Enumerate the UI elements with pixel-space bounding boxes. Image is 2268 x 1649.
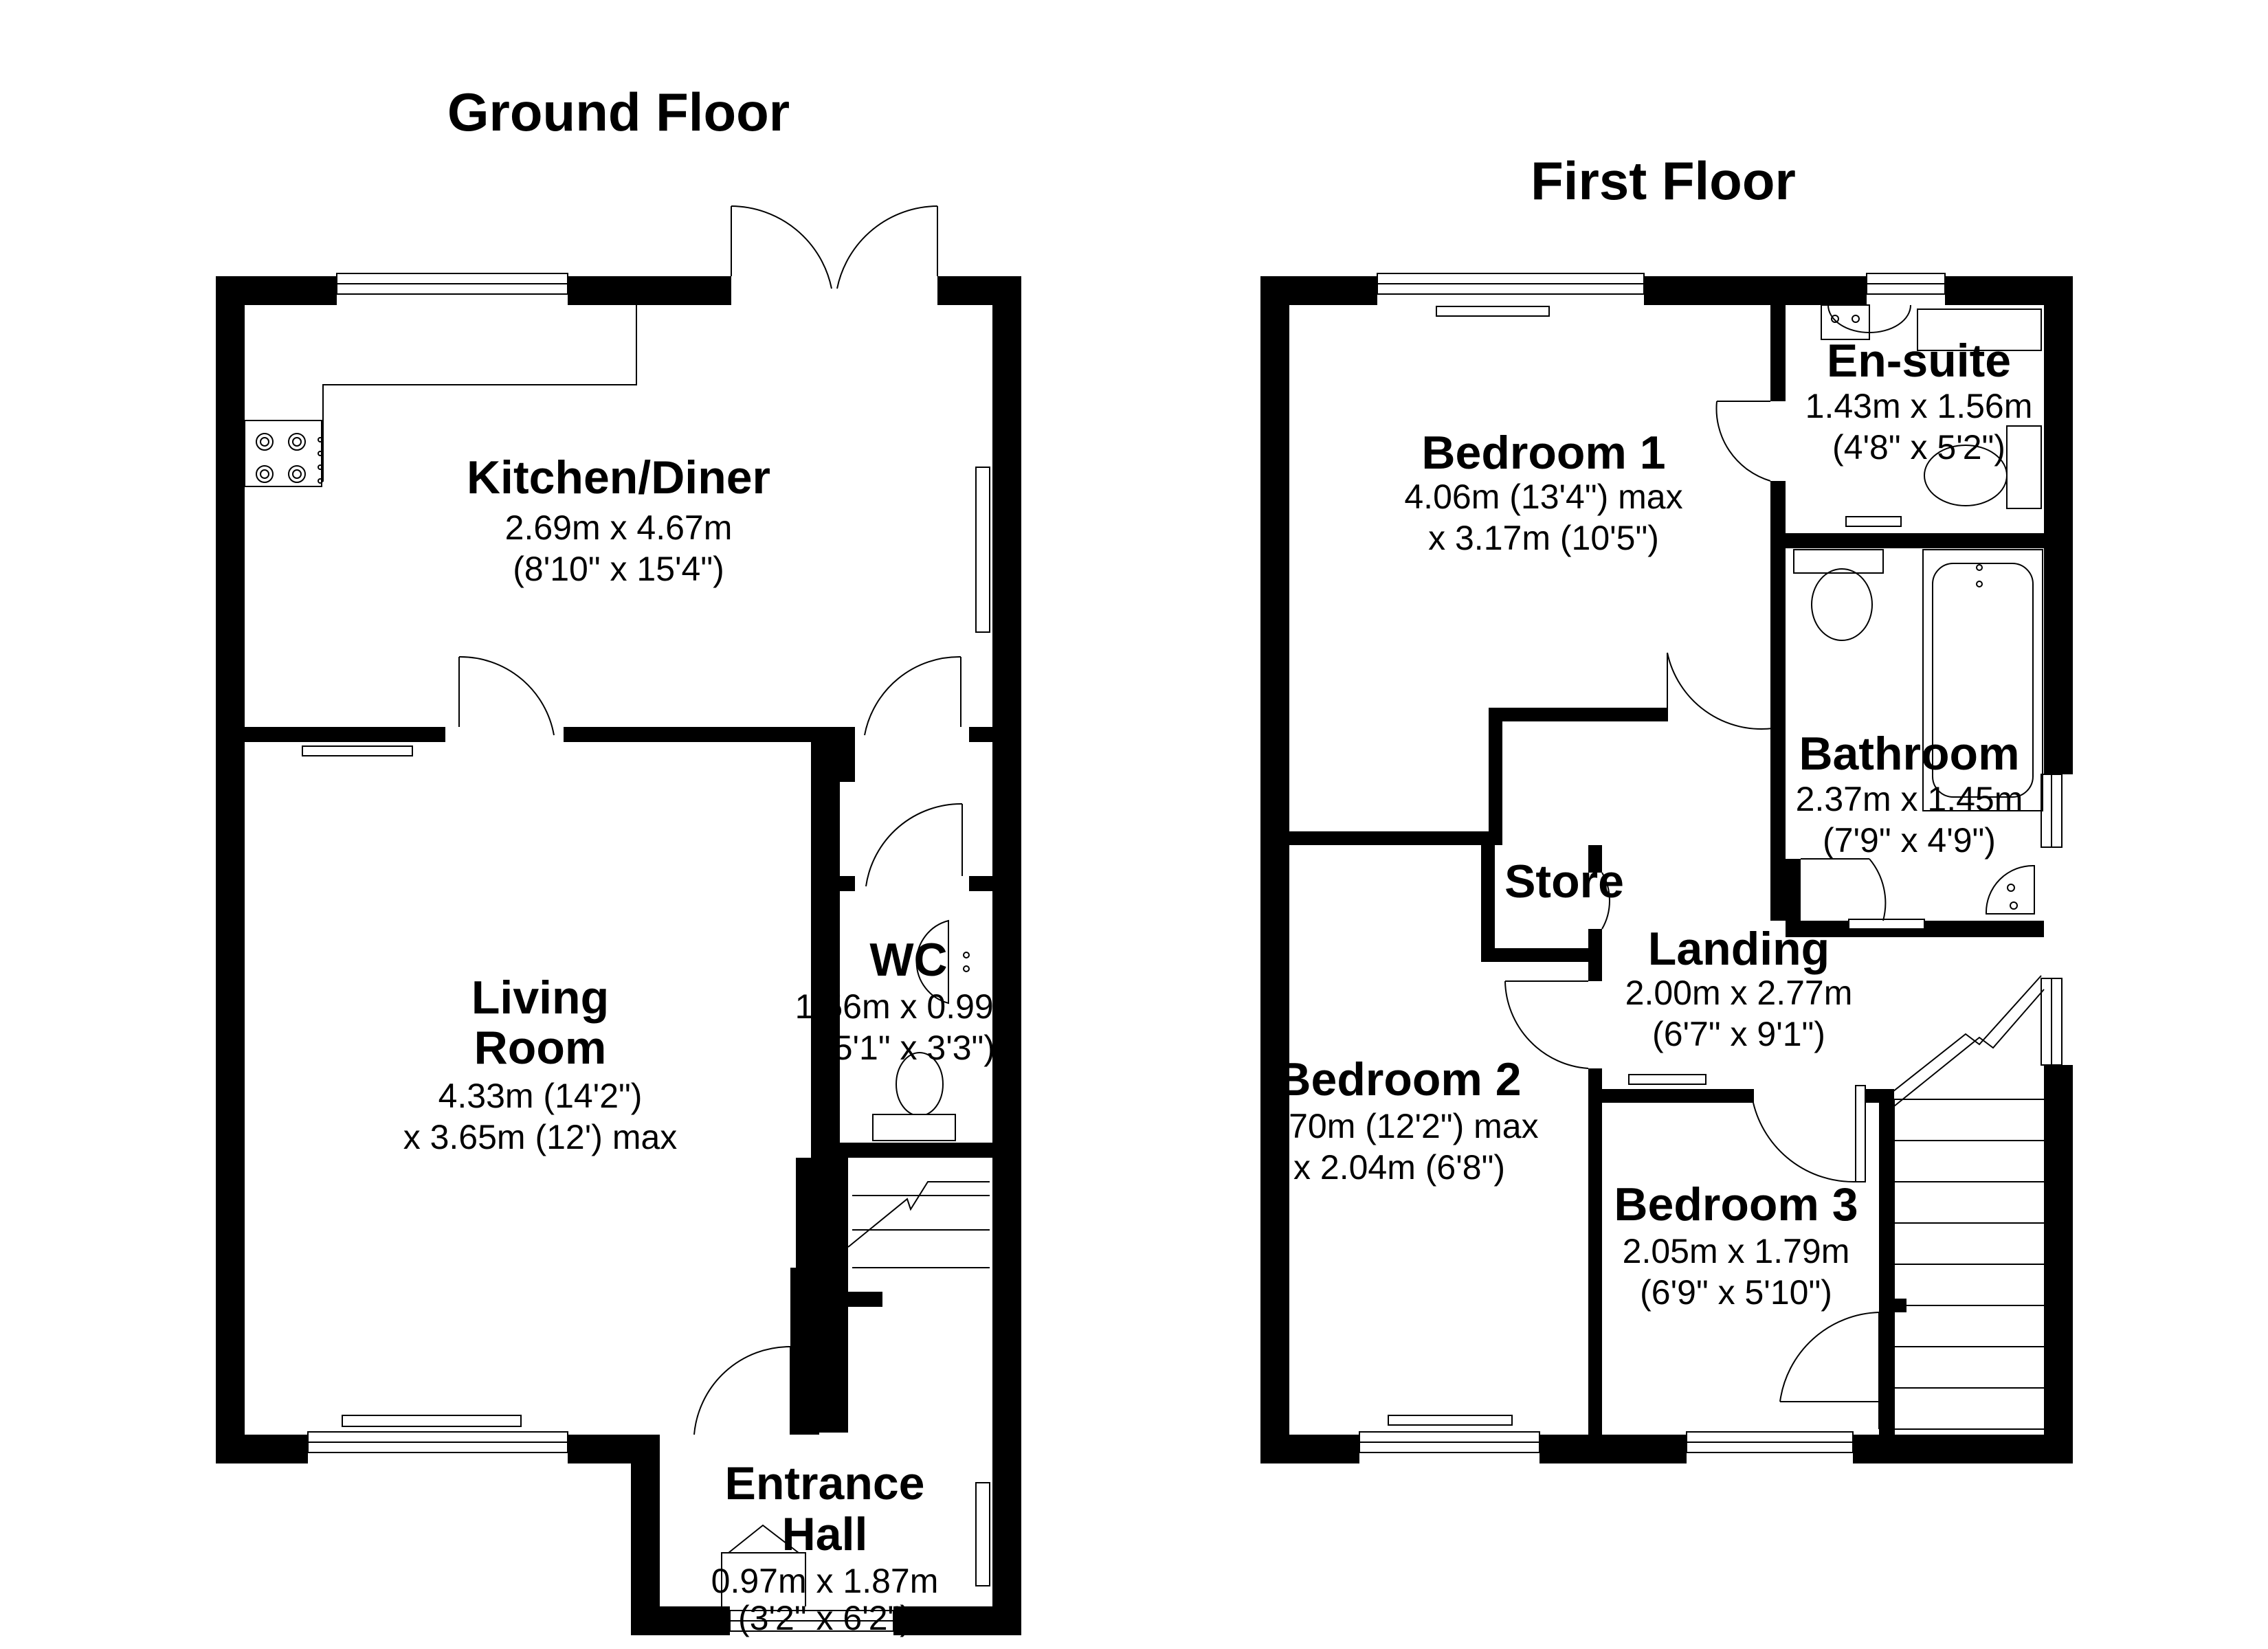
room-kitchen: Kitchen/Diner 2.69m x 4.67m (8'10" x 15'… [467, 451, 770, 588]
room-dimensions: 3.70m (12'2") max [1260, 1107, 1538, 1145]
first-floor: First Floor [1260, 150, 2073, 1463]
room-name: Store [1504, 855, 1624, 908]
room-name: Bedroom 3 [1614, 1178, 1858, 1231]
ground-floor-stairs [847, 1181, 990, 1268]
wc-fittings [872, 919, 970, 1141]
room-name: Bedroom 2 [1277, 1053, 1521, 1106]
room-dimensions: 2.37m x 1.45m [1796, 780, 2023, 818]
room-dimensions: (8'10" x 15'4") [513, 550, 724, 588]
first-floor-windows [1359, 273, 2063, 1453]
first-floor-walls [1260, 276, 2073, 1463]
room-name: Room [474, 1022, 607, 1074]
room-name: En-suite [1827, 335, 2011, 387]
ensuite-fittings [1821, 304, 2042, 509]
room-dimensions: 2.05m x 1.79m [1623, 1232, 1850, 1270]
room-dimensions: 4.33m (14'2") [438, 1077, 643, 1115]
room-name: Living [471, 972, 609, 1024]
ground-floor-walls [216, 276, 1021, 1635]
first-floor-doors [1504, 401, 1887, 1429]
bathroom-fittings [1793, 549, 2043, 915]
ground-floor-windows [302, 273, 990, 1632]
room-dimensions: 4.06m (13'4") max [1404, 478, 1682, 516]
room-dimensions: 1.43m x 1.56m [1805, 387, 2033, 425]
room-dimensions: 2.00m x 2.77m [1625, 974, 1853, 1012]
room-name: Bedroom 1 [1421, 427, 1665, 479]
room-wc: WC 1.56m x 0.99m (5'1" x 3'3") [795, 934, 1023, 1067]
kitchen-fittings [244, 305, 637, 487]
room-bedroom-1: Bedroom 1 4.06m (13'4") max x 3.17m (10'… [1404, 427, 1682, 557]
room-dimensions: 1.56m x 0.99m [795, 987, 1023, 1026]
room-name: Landing [1648, 923, 1830, 975]
ground-floor-title: Ground Floor [447, 82, 790, 142]
ground-floor-doors [458, 205, 963, 1606]
room-dimensions: (3'2" x 6'2") [738, 1599, 911, 1637]
room-dimensions: x 2.04m (6'8") [1293, 1148, 1505, 1187]
room-dimensions: 0.97m x 1.87m [711, 1562, 939, 1600]
room-name: Kitchen/Diner [467, 451, 770, 504]
room-name: Entrance [725, 1457, 925, 1510]
room-dimensions: 2.69m x 4.67m [505, 508, 733, 547]
room-dimensions: (6'7" x 9'1") [1652, 1015, 1825, 1053]
room-dimensions: x 3.65m (12') max [403, 1118, 678, 1156]
room-dimensions: (5'1" x 3'3") [822, 1029, 995, 1067]
room-landing: Landing 2.00m x 2.77m (6'7" x 9'1") [1625, 923, 1853, 1053]
room-entrance-hall: Entrance Hall 0.97m x 1.87m (3'2" x 6'2"… [711, 1457, 939, 1637]
room-living: Living Room 4.33m (14'2") x 3.65m (12') … [403, 972, 678, 1156]
room-dimensions: (7'9" x 4'9") [1823, 821, 1996, 860]
room-bedroom-2: Bedroom 2 3.70m (12'2") max x 2.04m (6'8… [1260, 1053, 1538, 1187]
room-en-suite: En-suite 1.43m x 1.56m (4'8" x 5'2") [1805, 335, 2033, 467]
room-bedroom-3: Bedroom 3 2.05m x 1.79m (6'9" x 5'10") [1614, 1178, 1858, 1312]
first-floor-stairs [1882, 975, 2045, 1435]
room-dimensions: x 3.17m (10'5") [1428, 519, 1659, 557]
room-dimensions: (6'9" x 5'10") [1640, 1273, 1832, 1312]
room-name: WC [869, 934, 947, 986]
room-dimensions: (4'8" x 5'2") [1832, 428, 2005, 467]
room-bathroom: Bathroom 2.37m x 1.45m (7'9" x 4'9") [1796, 728, 2023, 860]
room-name: Bathroom [1799, 728, 2019, 780]
room-store: Store [1504, 855, 1624, 908]
ground-floor: Ground Floor [216, 82, 1022, 1637]
first-floor-title: First Floor [1531, 150, 1796, 211]
room-name: Hall [782, 1508, 868, 1560]
